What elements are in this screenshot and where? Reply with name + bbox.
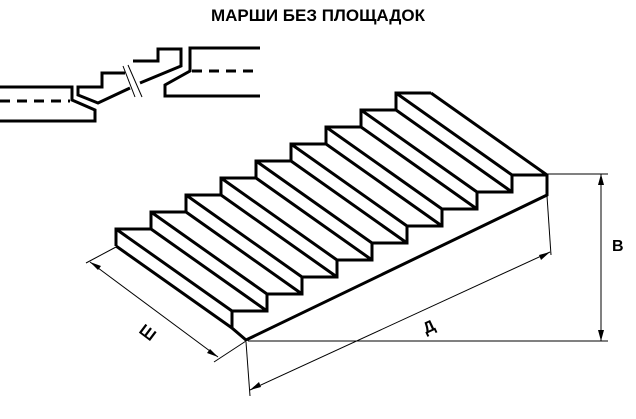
step-edge bbox=[255, 176, 373, 262]
width-label: Ш bbox=[136, 322, 159, 345]
step-edge bbox=[150, 227, 268, 313]
step-edge bbox=[395, 91, 513, 177]
step-edge bbox=[290, 142, 408, 228]
extension-line bbox=[245, 341, 251, 397]
extension-line bbox=[85, 246, 117, 264]
dimensions bbox=[85, 173, 608, 397]
section-schematic bbox=[0, 46, 260, 123]
front-profile bbox=[230, 173, 549, 342]
arrow-icon bbox=[539, 252, 550, 260]
step-edge bbox=[115, 244, 233, 330]
step-edge bbox=[325, 142, 443, 228]
extension-line bbox=[546, 195, 552, 256]
width-dimension-line bbox=[89, 261, 219, 358]
right-landing-slab bbox=[163, 46, 260, 98]
arrow-icon bbox=[598, 330, 604, 341]
step-edge bbox=[185, 193, 303, 279]
arrow-icon bbox=[90, 262, 101, 270]
step-edge bbox=[360, 125, 478, 211]
step-edge bbox=[255, 159, 373, 245]
step-edge bbox=[220, 176, 338, 262]
length-dimension-line bbox=[249, 251, 551, 391]
length-label: Д bbox=[421, 317, 439, 337]
step-edge bbox=[325, 125, 443, 211]
flight-profile-upper bbox=[133, 47, 183, 85]
break-mark bbox=[127, 64, 143, 98]
flight-profile-lower bbox=[76, 71, 131, 105]
break-mark bbox=[122, 65, 136, 98]
step-edge bbox=[290, 159, 408, 245]
height-label: В bbox=[612, 238, 624, 255]
arrowheads bbox=[90, 174, 604, 390]
step-edge bbox=[185, 210, 303, 296]
extension-line bbox=[213, 340, 247, 363]
step-edge bbox=[360, 108, 478, 194]
step-edge bbox=[150, 210, 268, 296]
arrow-icon bbox=[250, 382, 261, 390]
arrow-icon bbox=[207, 349, 218, 357]
diagram-title: МАРШИ БЕЗ ПЛОЩАДОК bbox=[210, 6, 426, 25]
step-edge bbox=[395, 108, 513, 194]
step-edge bbox=[430, 91, 548, 177]
arrow-icon bbox=[598, 174, 604, 185]
stair-flight bbox=[114, 91, 549, 342]
step-edge bbox=[115, 227, 233, 313]
step-edge bbox=[220, 193, 338, 279]
left-landing-slab bbox=[0, 85, 97, 123]
